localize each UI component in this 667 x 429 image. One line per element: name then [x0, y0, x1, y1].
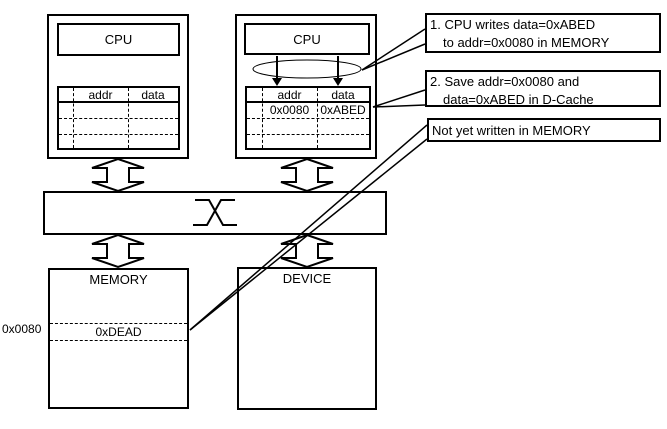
cpu-right-label: CPU — [293, 31, 321, 47]
double-arrow-cpu-right-bus-icon — [280, 157, 334, 193]
cache-right-header-data: data — [331, 88, 355, 102]
double-arrow-bus-memory-icon — [91, 233, 145, 269]
note-2-line-1: 2. Save addr=0x0080 and — [430, 74, 580, 89]
memory-row-divider-bottom — [50, 340, 187, 341]
cpu-left-label-box: CPU — [57, 23, 180, 56]
cpu-right-cache-table: addr data 0x0080 0xABED — [245, 86, 371, 150]
device-label: DEVICE — [282, 271, 332, 286]
note-3-line-1: Not yet written in MEMORY — [432, 123, 591, 138]
cpu-left-module: CPU addr data — [47, 14, 189, 159]
note-1-line-2: to addr=0x0080 in MEMORY — [443, 35, 610, 50]
cpu-left-label: CPU — [104, 32, 133, 47]
cpu-right-label-box: CPU — [244, 23, 370, 55]
cache-left-row1-addr — [73, 103, 128, 118]
cache-right-row1-data: 0xABED — [320, 103, 366, 117]
cache-right-header-addr: addr — [277, 88, 302, 102]
cache-right-row-divider-1 — [247, 118, 369, 119]
cache-right-header-divider — [247, 101, 369, 103]
note-1-box: 1. CPU writes data=0xABED to addr=0x0080… — [425, 13, 661, 53]
cache-left-header-addr: addr — [88, 88, 113, 102]
cpu-left-cache-table: addr data — [57, 86, 180, 150]
bus-box — [43, 191, 387, 235]
cache-left-row-divider-1 — [59, 118, 178, 119]
cache-right-row1-addr: 0x0080 — [269, 103, 310, 117]
memory-row-divider-top — [50, 323, 187, 324]
device-box: DEVICE — [237, 267, 377, 410]
memory-row-value: 0xDEAD — [95, 325, 142, 339]
cpu-right-module: CPU addr data 0x0080 0xABED — [235, 14, 377, 159]
cache-left-row-divider-2 — [59, 134, 178, 135]
note-2-line-2: data=0xABED in D-Cache — [443, 92, 594, 107]
cache-right-row-divider-2 — [247, 134, 369, 135]
cache-left-row1-data — [128, 103, 178, 118]
memory-row-addr-label: 0x0080 — [2, 322, 42, 336]
note-2-leader-line — [372, 89, 426, 108]
memory-box: MEMORY 0xDEAD — [48, 268, 189, 409]
memory-label: MEMORY — [89, 272, 148, 287]
double-arrow-cpu-left-bus-icon — [91, 157, 145, 193]
note-3-box: Not yet written in MEMORY — [427, 118, 661, 142]
note-2-box: 2. Save addr=0x0080 and data=0xABED in D… — [425, 70, 661, 107]
note-1-line-1: 1. CPU writes data=0xABED — [430, 17, 596, 32]
cache-left-header-divider — [59, 101, 178, 103]
cache-left-header-data: data — [141, 88, 165, 102]
double-arrow-bus-device-icon — [280, 233, 334, 269]
